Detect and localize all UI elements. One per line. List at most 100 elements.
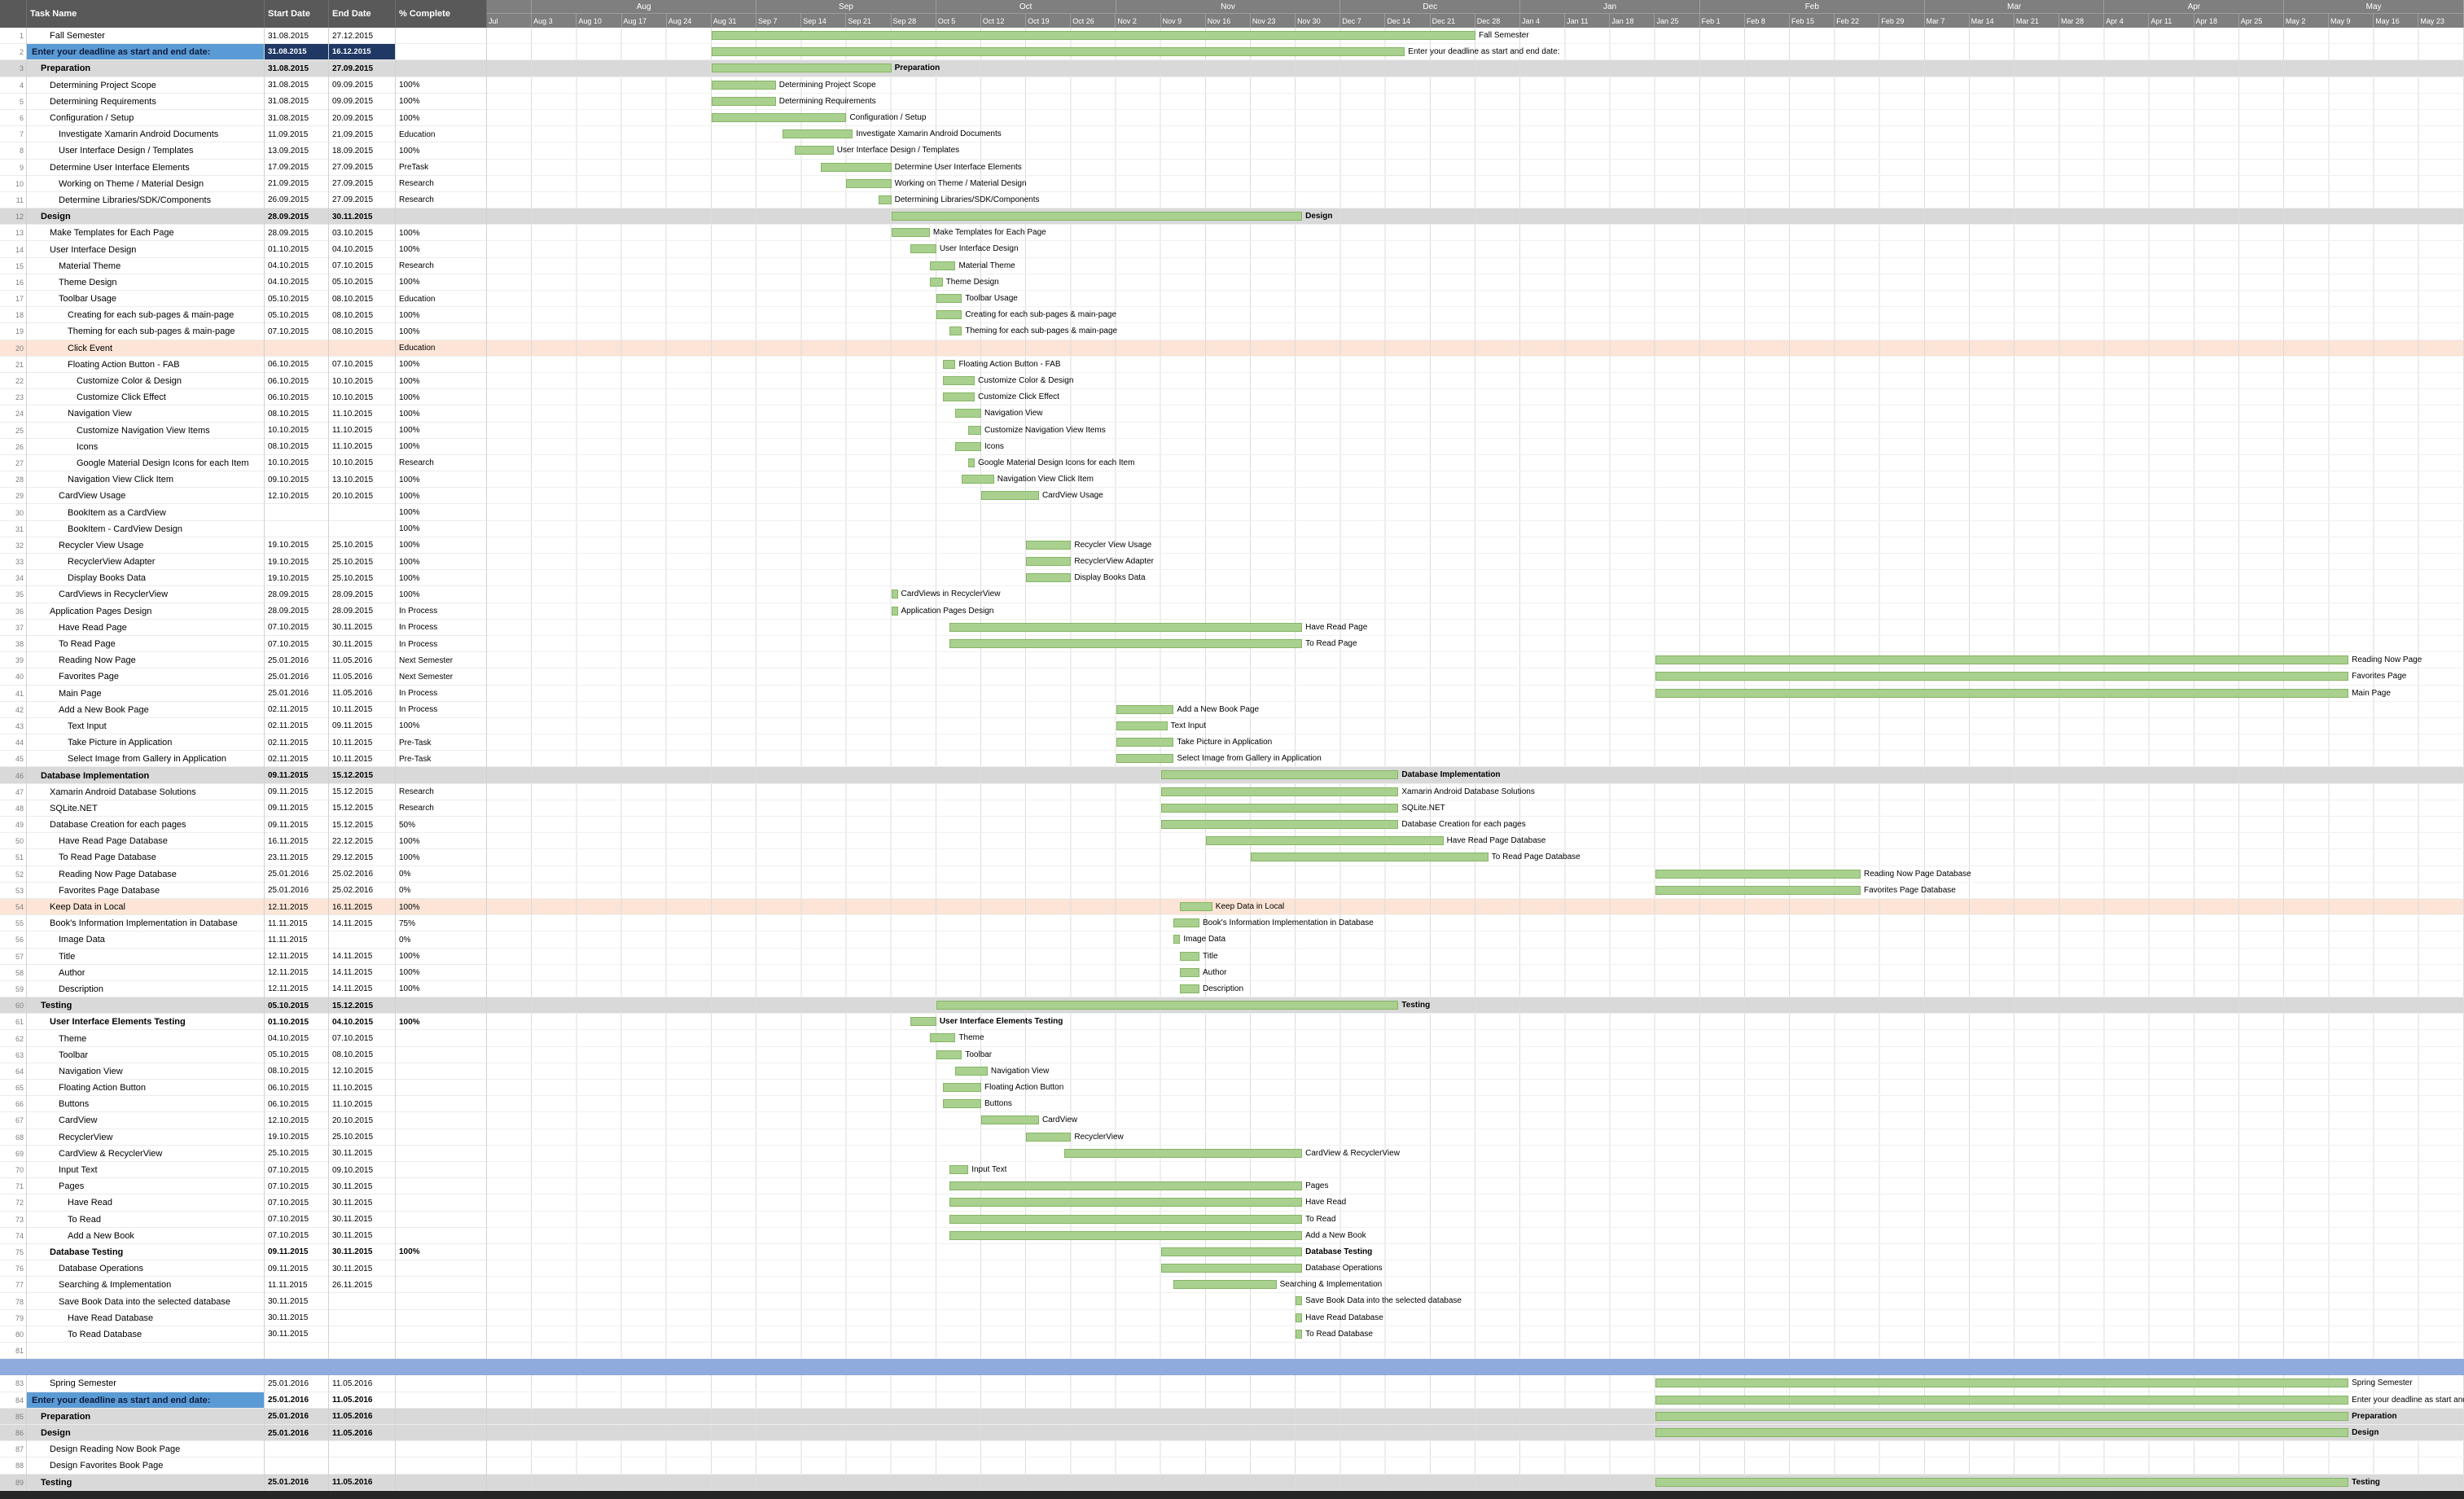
start-date-cell[interactable]: 28.09.2015 [265,208,329,226]
percent-complete-cell[interactable] [396,1277,487,1294]
row-number[interactable]: 69 [0,1145,27,1162]
percent-complete-cell[interactable]: Research [396,783,487,800]
start-date-cell[interactable]: 12.11.2015 [265,948,329,965]
percent-complete-cell[interactable] [396,1293,487,1310]
row-number[interactable]: 13 [0,225,27,242]
percent-complete-cell[interactable]: Pre-Task [396,751,487,768]
task-name-cell[interactable]: Navigation View [27,405,265,423]
task-name-cell[interactable]: Buttons [27,1096,265,1113]
start-date-cell[interactable]: 28.09.2015 [265,586,329,603]
task-name-cell[interactable]: User Interface Design [27,241,265,258]
start-date-cell[interactable]: 09.11.2015 [265,800,329,817]
gantt-bar[interactable] [929,1033,956,1043]
end-date-cell[interactable]: 29.12.2015 [329,849,396,866]
task-name-cell[interactable]: Database Creation for each pages [27,817,265,834]
start-date-cell[interactable]: 31.08.2015 [265,77,329,94]
end-date-cell[interactable]: 11.05.2016 [329,1375,396,1392]
row-number[interactable]: 57 [0,948,27,965]
row-number[interactable]: 1 [0,28,27,45]
percent-complete-cell[interactable]: 100% [396,471,487,489]
start-date-cell[interactable]: 11.11.2015 [265,931,329,949]
task-name-cell[interactable]: Material Theme [27,257,265,274]
row-number[interactable]: 61 [0,1014,27,1031]
start-date-cell[interactable]: 16.11.2015 [265,833,329,850]
percent-complete-cell[interactable] [396,1063,487,1080]
start-date-cell[interactable]: 02.11.2015 [265,751,329,768]
start-date-cell[interactable]: 25.01.2016 [265,1408,329,1425]
percent-complete-cell[interactable]: 100% [396,356,487,373]
percent-complete-cell[interactable]: 100% [396,109,487,127]
start-date-cell[interactable]: 09.11.2015 [265,783,329,800]
gantt-bar[interactable] [981,1115,1039,1125]
end-date-cell[interactable]: 11.05.2016 [329,1408,396,1425]
percent-complete-cell[interactable]: 100% [396,554,487,571]
gantt-bar[interactable] [1116,738,1174,747]
gantt-bar[interactable] [936,294,962,303]
start-date-cell[interactable] [265,504,329,521]
start-date-cell[interactable]: 25.01.2016 [265,866,329,883]
end-date-cell[interactable]: 10.11.2015 [329,701,396,718]
task-name-cell[interactable]: Have Read Database [27,1309,265,1326]
row-number[interactable]: 67 [0,1112,27,1129]
end-date-cell[interactable]: 27.09.2015 [329,159,396,176]
task-name-cell[interactable]: Design Favorites Book Page [27,1457,265,1475]
task-name-cell[interactable]: Input Text [27,1161,265,1179]
end-date-cell[interactable]: 30.11.2015 [329,1145,396,1162]
task-name-cell[interactable]: Pages [27,1178,265,1195]
percent-complete-cell[interactable] [396,1260,487,1278]
percent-complete-cell[interactable]: 100% [396,93,487,110]
gantt-bar[interactable] [820,162,892,172]
task-name-cell[interactable] [27,1343,265,1360]
gantt-bar[interactable] [891,606,898,616]
gantt-bar[interactable] [1116,704,1174,714]
percent-complete-cell[interactable]: 100% [396,488,487,505]
task-name-cell[interactable]: Theme [27,1030,265,1047]
gantt-bar[interactable] [942,1099,981,1109]
percent-complete-cell[interactable] [396,1326,487,1343]
start-date-cell[interactable]: 12.11.2015 [265,964,329,981]
end-date-cell[interactable]: 20.10.2015 [329,488,396,505]
gantt-bar[interactable] [1655,1395,2349,1405]
gantt-bar[interactable] [795,146,834,156]
end-date-cell[interactable]: 30.11.2015 [329,1227,396,1244]
start-date-cell[interactable]: 09.11.2015 [265,817,329,834]
end-date-cell[interactable]: 09.10.2015 [329,1161,396,1179]
task-name-cell[interactable]: Customize Color & Design [27,372,265,390]
gantt-bar[interactable] [949,327,962,336]
row-number[interactable]: 44 [0,734,27,752]
row-number[interactable]: 74 [0,1227,27,1244]
end-date-cell[interactable]: 16.12.2015 [329,44,396,61]
percent-complete-cell[interactable]: Next Semester [396,652,487,669]
task-name-cell[interactable]: RecyclerView Adapter [27,554,265,571]
percent-complete-cell[interactable] [396,1441,487,1458]
task-name-cell[interactable]: Determining Requirements [27,93,265,110]
task-name-cell[interactable]: CardView [27,1112,265,1129]
gantt-bar[interactable] [936,1050,962,1059]
row-number[interactable]: 40 [0,668,27,686]
start-date-cell[interactable]: 25.01.2016 [265,1375,329,1392]
row-number[interactable]: 50 [0,833,27,850]
task-name-cell[interactable]: Toolbar [27,1046,265,1063]
percent-complete-cell[interactable]: In Process [396,701,487,718]
end-date-cell[interactable]: 15.12.2015 [329,817,396,834]
percent-complete-cell[interactable] [396,997,487,1015]
row-number[interactable]: 3 [0,60,27,77]
end-date-cell[interactable] [329,1441,396,1458]
end-date-cell[interactable]: 26.11.2015 [329,1277,396,1294]
start-date-cell[interactable]: 25.01.2016 [265,882,329,899]
gantt-bar[interactable] [955,1066,988,1076]
percent-complete-cell[interactable]: 100% [396,964,487,981]
percent-complete-cell[interactable] [396,1227,487,1244]
gantt-bar[interactable] [1655,1411,2349,1421]
task-name-cell[interactable]: Design [27,208,265,226]
task-name-cell[interactable]: Recycler View Usage [27,537,265,554]
task-name-cell[interactable]: Icons [27,438,265,455]
percent-complete-cell[interactable] [396,1161,487,1179]
task-name-cell[interactable]: Reading Now Page [27,652,265,669]
row-number[interactable]: 43 [0,717,27,735]
task-name-cell[interactable]: Preparation [27,1408,265,1425]
start-date-cell[interactable]: 11.11.2015 [265,915,329,932]
row-number[interactable]: 68 [0,1129,27,1146]
end-date-cell[interactable]: 11.05.2016 [329,1474,396,1491]
gantt-bar[interactable] [1296,1296,1303,1306]
